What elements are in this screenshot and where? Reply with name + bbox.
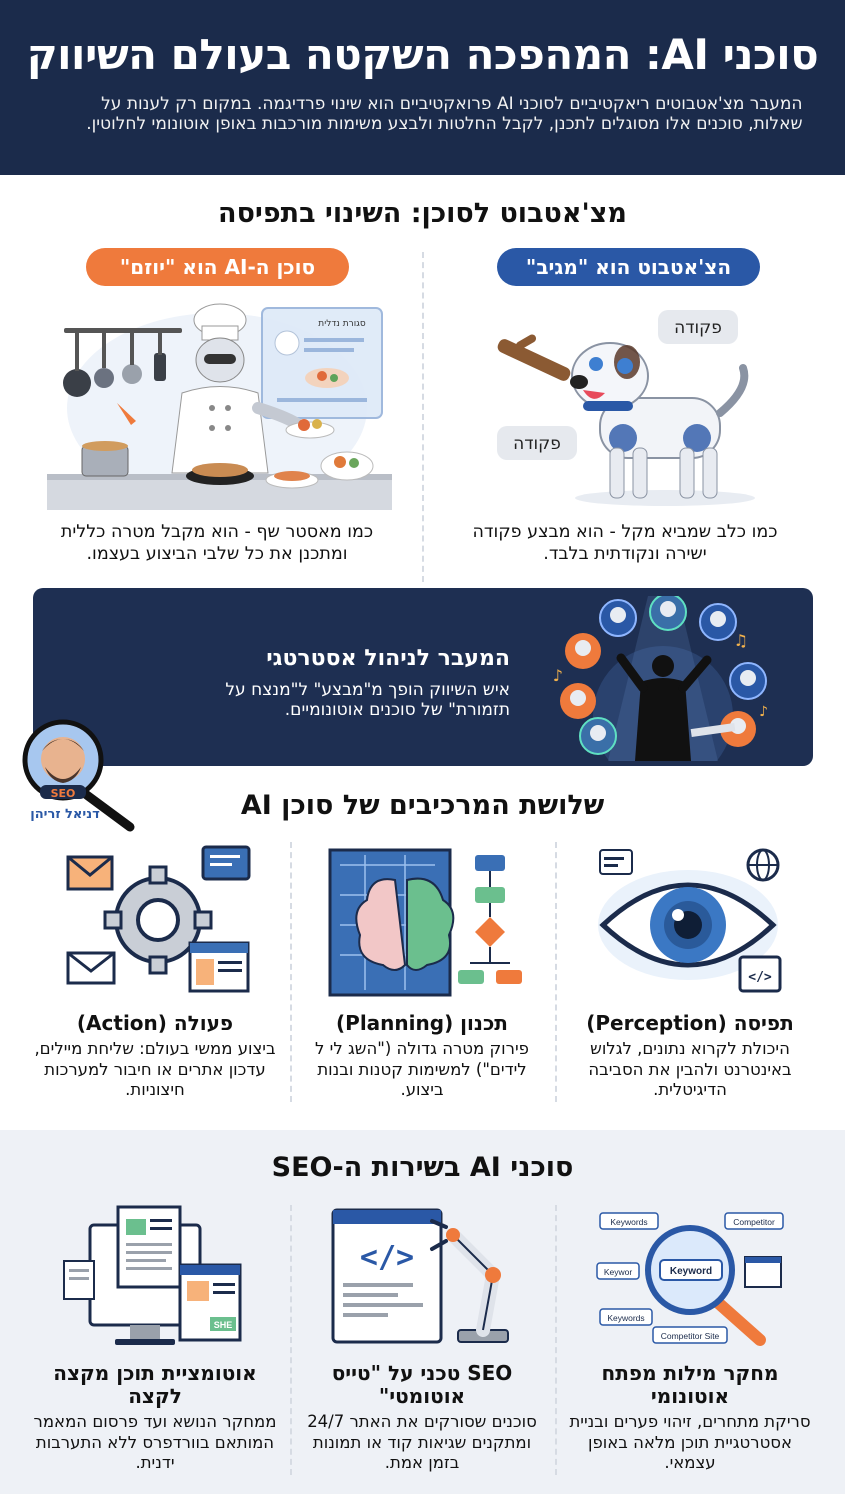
seo-item-title: מחקר מילות מפתח אוטונומי — [601, 1361, 779, 1408]
seo-item-text: סריקת מתחרים, זיהוי פערים ובניית אסטרטגי… — [569, 1412, 811, 1473]
svg-text:</>: </> — [748, 970, 772, 985]
chef-menu-title: סגורת נדלית — [318, 319, 366, 329]
perception-illustration: </> — [588, 845, 788, 1005]
agent-caption: כמו מאסטר שף - הוא מקבל מטרה כללית ומתכנ… — [60, 522, 374, 564]
kitchen-utensils-icon — [63, 328, 182, 425]
author-tag: SEO — [51, 787, 76, 800]
conductor-illustration: ♪ ♫ ♪ — [543, 593, 783, 766]
seo-item-title: אוטומציית תוכן מקצה לקצה — [53, 1361, 257, 1408]
dog-bubble-2: פקודה — [513, 434, 561, 454]
seo-item-content: אוטומציית תוכן מקצה לקצה ממחקר הנושא ועד… — [30, 1362, 280, 1474]
seo-item-title: SEO טכני על "טייס אוטומטי" — [331, 1361, 513, 1408]
wordpress-page-icon: SHE — [178, 1263, 242, 1342]
agent-avatars-icon — [560, 593, 767, 755]
technical-seo-illustration: </> — [328, 1205, 518, 1365]
email-icon — [66, 855, 114, 891]
brain-icon — [355, 877, 455, 971]
flowchart-icon — [458, 855, 522, 984]
component-text: היכולת לקרוא נתונים, לגלוש באינטרנט ולהב… — [588, 1039, 792, 1100]
seo-item-text: סוכנים שסורקים את האתר 24/7 ומתקנים שגיא… — [307, 1412, 537, 1473]
component-text: ביצוע ממשי בעולם: שליחת מיילים, עדכון את… — [34, 1039, 276, 1100]
seo-item-keywords: מחקר מילות מפתח אוטונומי סריקת מתחרים, ז… — [565, 1362, 815, 1474]
strategy-banner: ♪ ♫ ♪ המעבר לניהול אסטרטגי איש השיווק הו… — [33, 588, 813, 766]
keyword-research-illustration: Keyword Keywords Competitor Keywor Keywo… — [595, 1205, 785, 1365]
section-divider — [422, 252, 424, 582]
planning-illustration — [325, 845, 525, 1005]
robot-dog-illustration: פקודה פקודה — [475, 298, 785, 513]
component-perception: תפיסה (Perception) היכולת לקרוא נתונים, … — [565, 1012, 815, 1101]
kw-label: Competitor Site — [661, 1331, 720, 1341]
kw-label: Competitor — [733, 1217, 775, 1227]
magnifier-icon — [645, 1225, 766, 1346]
agent-pill: סוכן ה-AI הוא "יוזם" — [86, 248, 349, 286]
conductor-icon — [616, 653, 736, 761]
robot-dog-icon — [570, 342, 749, 499]
robot-chef-illustration: סגורת נדלית — [42, 298, 397, 513]
component-planning: תכנון (Planning) פירוק מטרה גדולה ("השג … — [297, 1012, 547, 1101]
shift-section-title: מצ'אטבוט לסוכן: השינוי בתפיסה — [218, 198, 627, 229]
svg-text:</>: </> — [360, 1240, 414, 1275]
she-label: SHE — [214, 1320, 233, 1330]
code-screen-icon: </> — [331, 1208, 443, 1344]
page-title: סוכני AI: המהפכה השקטה בעולם השיווק — [26, 30, 819, 79]
seo-section-title: סוכני AI בשירות ה-SEO — [271, 1152, 574, 1183]
kw-label: Keywords — [610, 1217, 647, 1227]
component-text: פירוק מטרה גדולה ("השג לי ל לידים") למשי… — [315, 1039, 529, 1100]
eye-icon — [599, 882, 777, 968]
column-divider — [290, 842, 292, 1102]
music-note-icon: ♪ — [553, 666, 563, 685]
recipe-screen-icon: סגורת נדלית — [261, 307, 383, 419]
data-list-icon — [599, 849, 633, 875]
cooking-pan-icon — [81, 441, 374, 489]
seo-item-text: ממחקר הנושא ועד פרסום המאמר המותאם בוורד… — [33, 1412, 277, 1473]
column-divider — [555, 1205, 557, 1475]
action-illustration — [58, 845, 258, 1005]
envelope-icon — [66, 951, 116, 985]
components-section-title: שלושת המרכיבים של סוכן AI — [240, 790, 605, 821]
intro-text: המעבר מצ'אטבוטים ריאקטיביים לסוכני AI פר… — [86, 94, 803, 135]
author-badge: SEO דניאל זריהן — [10, 715, 150, 835]
header-banner: סוכני AI: המהפכה השקטה בעולם השיווק המעב… — [0, 0, 845, 175]
column-divider — [555, 842, 557, 1102]
robot-arm-icon — [430, 1219, 509, 1343]
dog-bubble-1: פקודה — [674, 318, 722, 338]
chatbot-pill: הצ'אטבוט הוא "מגיב" — [497, 248, 760, 286]
kw-label: Keywor — [604, 1267, 633, 1277]
author-name: דניאל זריהן — [30, 807, 100, 822]
browser-window-icon — [188, 941, 250, 993]
gear-icon — [103, 865, 213, 975]
seo-item-technical: SEO טכני על "טייס אוטומטי" סוכנים שסורקי… — [297, 1362, 547, 1474]
music-note-icon: ♪ — [759, 704, 768, 720]
chat-message-icon — [201, 845, 251, 881]
column-divider — [290, 1205, 292, 1475]
strategy-text: איש השיווק הופך מ"מבצע" ל"מנצח על תזמורת… — [225, 680, 510, 721]
chatbot-caption: כמו כלב שמביא מקל - הוא מבצע פקודה ישירה… — [472, 522, 778, 564]
small-page-icon — [63, 1260, 95, 1300]
robot-chef-icon — [171, 303, 335, 474]
music-note-icon: ♫ — [734, 631, 748, 650]
stick-icon — [497, 334, 571, 381]
component-title: תכנון (Planning) — [336, 1011, 508, 1035]
component-title: תפיסה (Perception) — [586, 1011, 794, 1035]
strategy-title: המעבר לניהול אסטרטגי — [266, 646, 510, 671]
document-icon — [116, 1205, 182, 1289]
content-automation-illustration: SHE — [60, 1205, 250, 1365]
globe-icon — [746, 848, 780, 882]
component-title: פעולה (Action) — [76, 1011, 234, 1035]
code-window-icon: </> — [738, 955, 782, 993]
kw-label: Keywords — [607, 1313, 644, 1323]
component-action: פעולה (Action) ביצוע ממשי בעולם: שליחת מ… — [30, 1012, 280, 1101]
kw-label: Keyword — [670, 1266, 712, 1277]
